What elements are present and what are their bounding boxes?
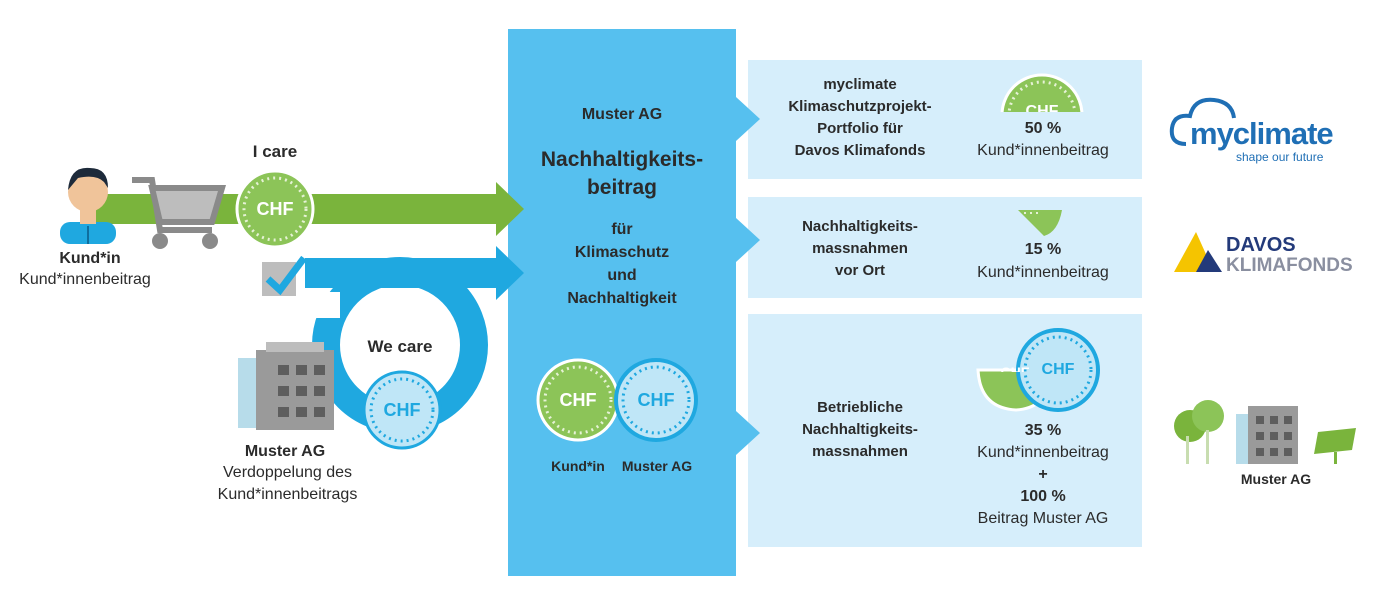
center-label-company: Muster AG bbox=[621, 458, 693, 474]
center-column bbox=[508, 29, 736, 576]
panel3-coin-green-label: CHF bbox=[1000, 364, 1030, 372]
we-care-coin-label: CHF bbox=[383, 400, 421, 420]
company-label: Muster AG bbox=[244, 443, 326, 460]
we-care-coin bbox=[362, 370, 442, 450]
panel3-coin-label: CHF bbox=[1041, 361, 1075, 378]
myclimate-logo-name: myclimate bbox=[1190, 116, 1334, 151]
customer-label: Kund*in bbox=[59, 250, 121, 267]
panel1-coin bbox=[1000, 73, 1084, 112]
center-coin-company bbox=[614, 358, 698, 442]
center-coin-company-label: CHF bbox=[637, 390, 675, 410]
panel2-value: 15 % Kund*innenbeitrag bbox=[977, 241, 1109, 281]
mountain-icon bbox=[1174, 232, 1222, 272]
davos-logo-line1: DAVOS bbox=[1226, 234, 1296, 256]
panel2-title: Nachhaltigkeits- massnahmen vor Ort bbox=[802, 218, 918, 279]
trees-building-solar-icon bbox=[1174, 400, 1356, 464]
arrow-to-panel-3 bbox=[736, 411, 760, 455]
office-building-icon bbox=[238, 342, 334, 430]
muster-logo-label: Muster AG bbox=[1240, 471, 1312, 487]
panel2-coin-slice bbox=[1018, 210, 1062, 236]
panel1-value: 50 % Kund*innenbeitrag bbox=[977, 120, 1109, 159]
myclimate-logo-tagline: shape our future bbox=[1236, 150, 1324, 164]
i-care-coin-label: CHF bbox=[256, 199, 294, 219]
i-care-label: I care bbox=[252, 142, 298, 161]
panel3-title: Betriebliche Nachhaltigkeits- massnahmen bbox=[802, 399, 918, 460]
i-care-coin bbox=[235, 169, 315, 249]
person-icon bbox=[60, 167, 116, 244]
center-label-customer: Kund*in bbox=[551, 458, 605, 474]
company-sublabel: Verdoppelung des Kund*innenbeitrags bbox=[217, 464, 358, 503]
center-coin-customer-label: CHF bbox=[559, 390, 597, 410]
panel1-title: myclimate Klimaschutzprojekt- Portfolio … bbox=[788, 76, 932, 159]
panel1-coin-label: CHF bbox=[1025, 103, 1059, 112]
arrow-to-panel-1 bbox=[736, 97, 760, 141]
cloud-icon bbox=[1169, 97, 1236, 146]
center-coin-customer bbox=[536, 358, 620, 442]
center-company: Muster AG bbox=[581, 106, 663, 123]
center-purpose: für Klimaschutz und Nachhaltigkeit bbox=[567, 221, 677, 307]
shopping-cart-icon bbox=[132, 177, 227, 249]
center-title: Nachhaltigkeits- beitrag bbox=[540, 148, 704, 199]
panel3-coin-blue bbox=[1016, 328, 1100, 412]
checkbox-checked-icon bbox=[262, 255, 307, 296]
customer-sublabel: Kund*innenbeitrag bbox=[19, 271, 151, 288]
panel-myclimate bbox=[748, 60, 1142, 179]
arrow-to-panel-2 bbox=[736, 218, 760, 262]
panel-local-measures bbox=[748, 197, 1142, 298]
panel3-value: 35 % Kund*innenbeitrag + 100 % Beitrag M… bbox=[977, 422, 1109, 527]
we-care-label: We care bbox=[367, 337, 433, 356]
davos-logo-line2: KLIMAFONDS bbox=[1226, 255, 1353, 276]
